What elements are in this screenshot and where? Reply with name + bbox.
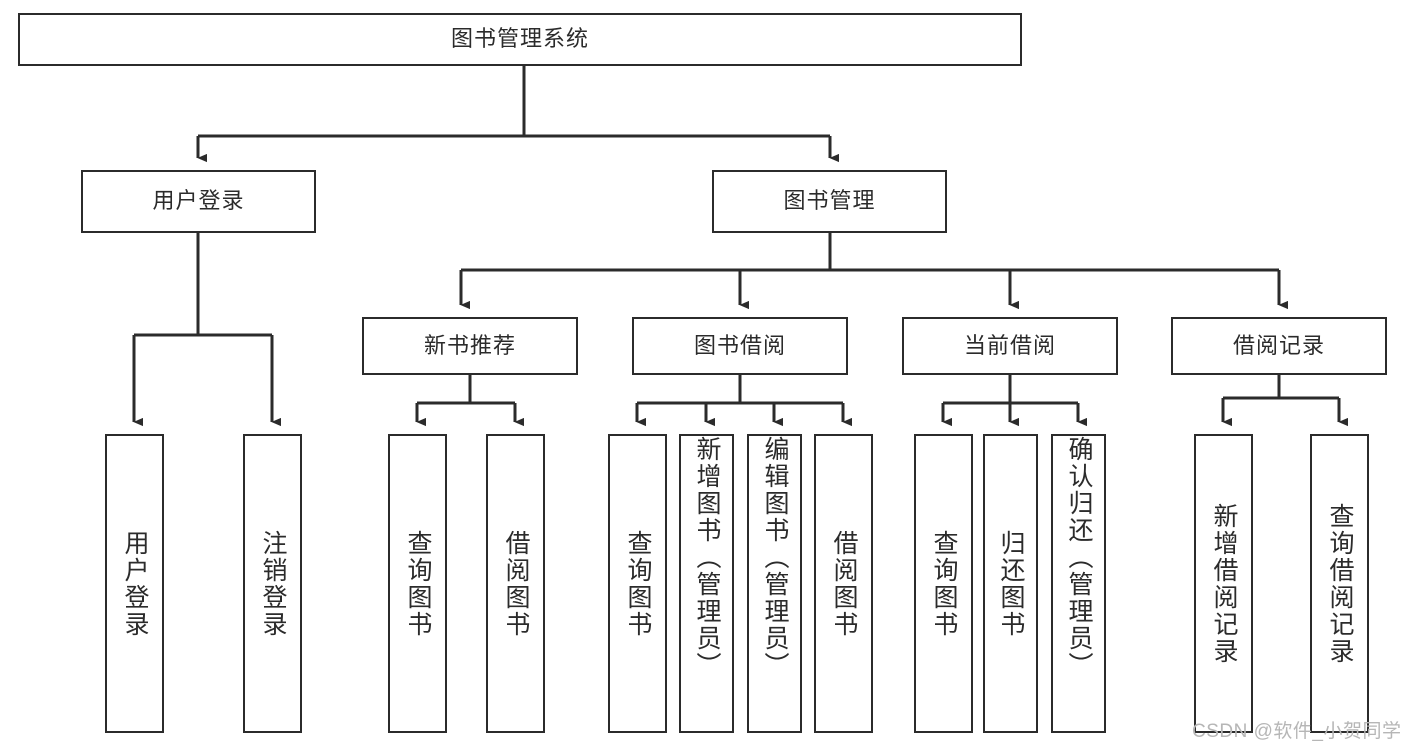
node-label: 借阅图书 <box>502 529 530 638</box>
node-label: 新书推荐 <box>423 332 516 358</box>
node-label: 图书管理 <box>783 188 876 214</box>
leaf-book-borrow-add-book-admin[interactable]: 新增图书（管理员） <box>679 434 734 733</box>
node-label: 借阅记录 <box>1232 332 1325 358</box>
node-label: 用户登录 <box>152 188 245 214</box>
node-label: 当前借阅 <box>963 332 1056 358</box>
node-label: 新增图书（管理员） <box>693 436 721 679</box>
leaf-new-book-borrow-book[interactable]: 借阅图书 <box>486 434 545 733</box>
leaf-book-borrow-edit-book-admin[interactable]: 编辑图书（管理员） <box>747 434 802 733</box>
leaf-borrow-record-add-record[interactable]: 新增借阅记录 <box>1194 434 1253 733</box>
leaf-borrow-record-query-record[interactable]: 查询借阅记录 <box>1310 434 1369 733</box>
leaf-user-login-logout[interactable]: 注销登录 <box>243 434 302 733</box>
node-book-management[interactable]: 图书管理 <box>712 170 947 233</box>
leaf-current-borrow-query-book[interactable]: 查询图书 <box>914 434 973 733</box>
node-label: 借阅图书 <box>830 529 858 638</box>
node-label: 确认归还（管理员） <box>1065 436 1093 679</box>
node-label: 查询图书 <box>404 529 432 638</box>
node-user-login[interactable]: 用户登录 <box>81 170 316 233</box>
leaf-current-borrow-confirm-return-admin[interactable]: 确认归还（管理员） <box>1051 434 1106 733</box>
node-book-borrow[interactable]: 图书借阅 <box>632 317 848 375</box>
node-label: 归还图书 <box>997 529 1025 638</box>
node-label: 查询图书 <box>624 529 652 638</box>
node-label: 图书管理系统 <box>450 26 589 52</box>
node-label: 图书借阅 <box>693 332 786 358</box>
node-label: 用户登录 <box>121 529 149 638</box>
node-root-book-management-system[interactable]: 图书管理系统 <box>18 13 1022 66</box>
node-current-borrow[interactable]: 当前借阅 <box>902 317 1118 375</box>
csdn-watermark: CSDN @软件_小贺同学 <box>1192 721 1402 742</box>
node-new-book-recommend[interactable]: 新书推荐 <box>362 317 578 375</box>
node-label: 查询图书 <box>930 529 958 638</box>
leaf-user-login-login[interactable]: 用户登录 <box>105 434 164 733</box>
node-label: 注销登录 <box>259 529 287 638</box>
leaf-new-book-query-book[interactable]: 查询图书 <box>388 434 447 733</box>
node-label: 编辑图书（管理员） <box>761 436 789 679</box>
node-borrow-record[interactable]: 借阅记录 <box>1171 317 1387 375</box>
node-label: 查询借阅记录 <box>1326 502 1354 665</box>
leaf-book-borrow-borrow-book[interactable]: 借阅图书 <box>814 434 873 733</box>
leaf-current-borrow-return-book[interactable]: 归还图书 <box>983 434 1038 733</box>
leaf-book-borrow-query-book[interactable]: 查询图书 <box>608 434 667 733</box>
node-label: 新增借阅记录 <box>1210 502 1238 665</box>
